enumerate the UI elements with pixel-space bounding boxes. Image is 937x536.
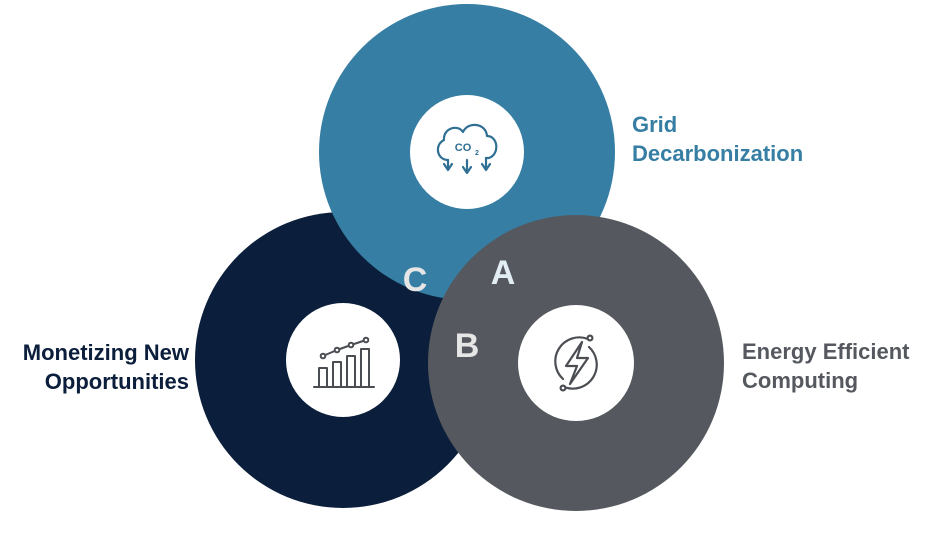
segment-a-label: Grid Decarbonization <box>632 110 803 168</box>
segment-c-letter: C <box>403 261 428 299</box>
segment-b-label-line-1: Energy Efficient <box>742 339 910 364</box>
co2-text: CO <box>455 142 472 154</box>
segment-b-label: Energy Efficient Computing <box>742 337 909 395</box>
lightning-bolt-icon <box>554 334 598 392</box>
segment-c-label-line-2: Opportunities <box>44 369 189 394</box>
growth-chart-icon <box>313 336 375 388</box>
segment-b-label-line-2: Computing <box>742 368 859 393</box>
co2-cloud-icon: CO 2 <box>436 123 498 175</box>
segment-a-label-line-2: Decarbonization <box>632 141 804 166</box>
segment-a-label-line-1: Grid <box>632 112 678 137</box>
segment-a-letter: A <box>491 254 516 292</box>
segment-b-ring <box>428 215 724 511</box>
segment-c-label: Monetizing New Opportunities <box>23 338 189 396</box>
co2-subscript: 2 <box>475 150 479 157</box>
segment-c-label-line-1: Monetizing New <box>22 340 189 365</box>
segment-b-letter: B <box>455 327 480 365</box>
